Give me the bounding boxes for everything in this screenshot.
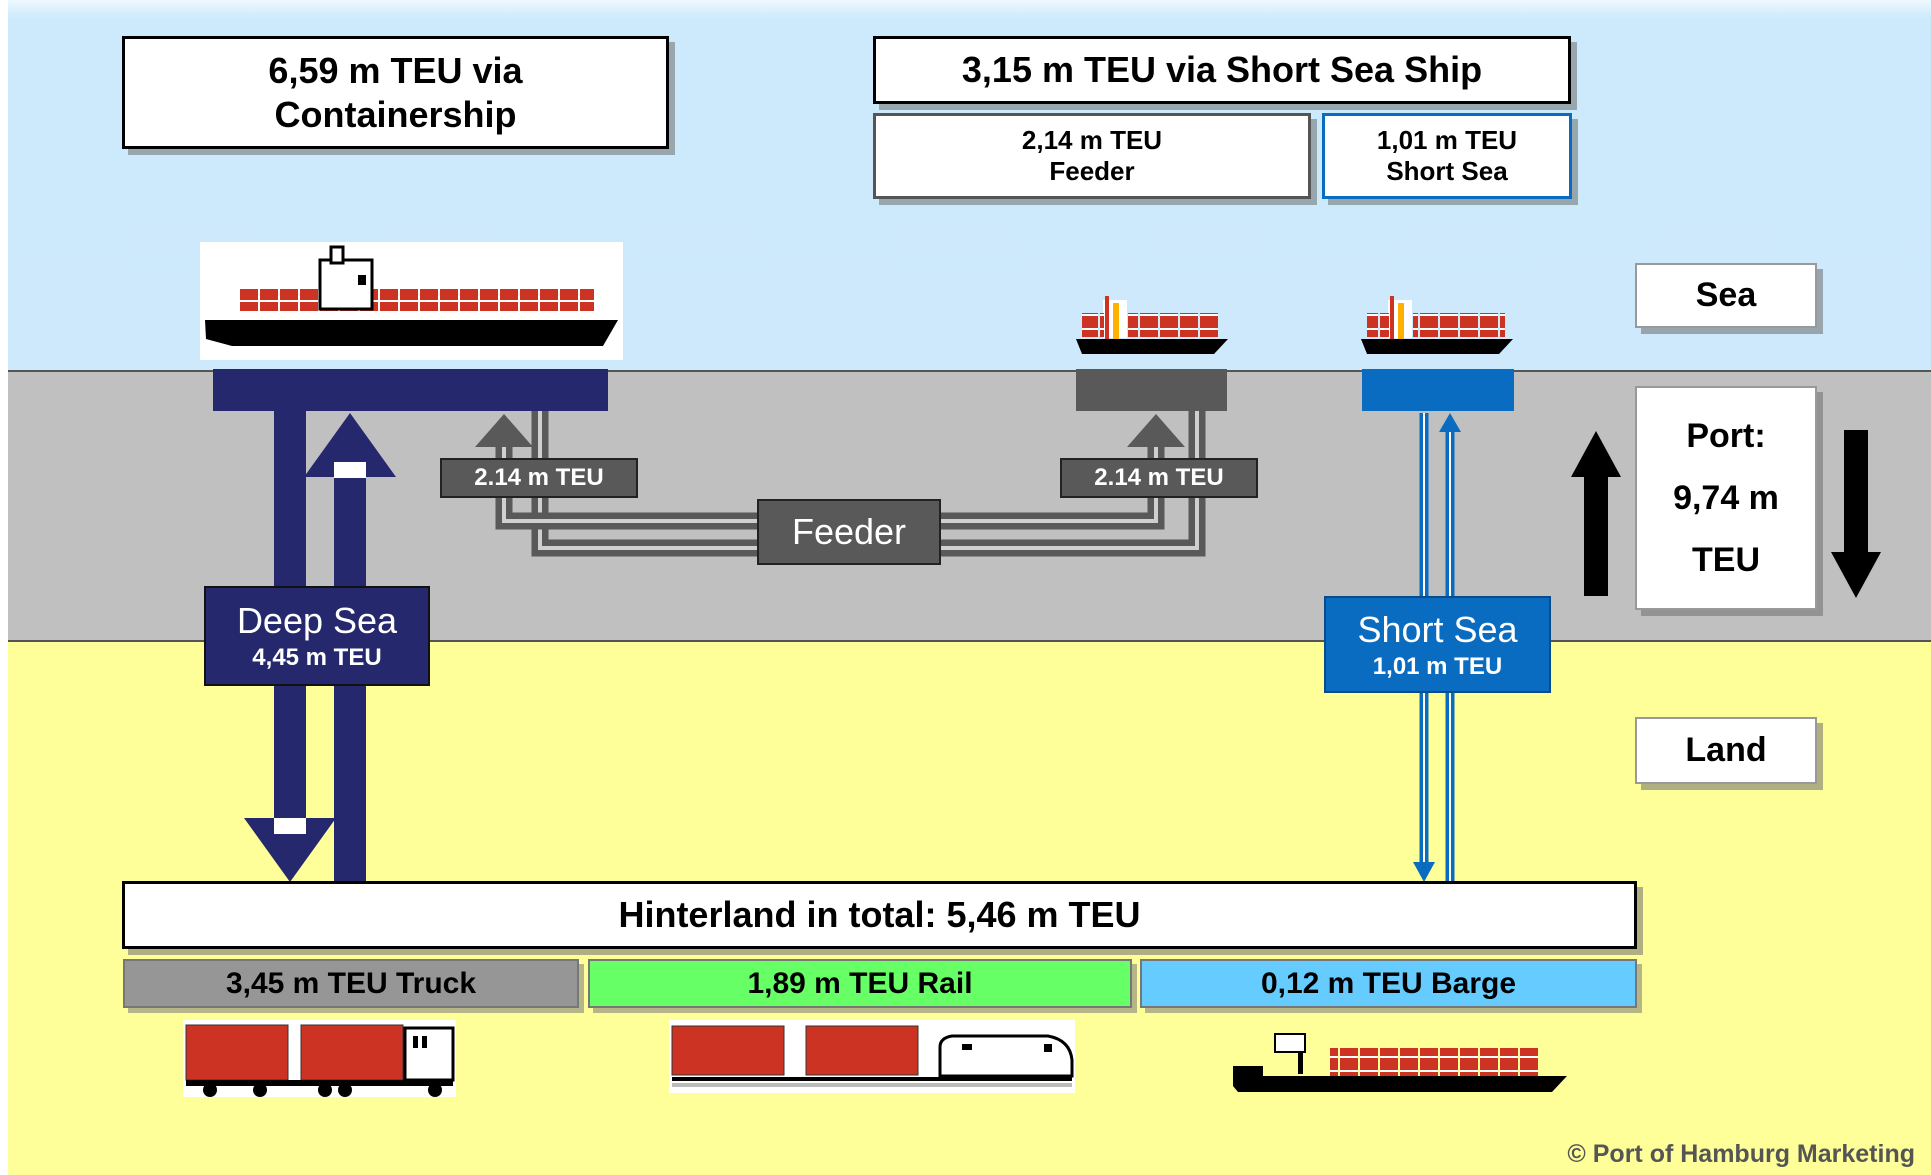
port-up-arrow xyxy=(1571,431,1621,596)
port-label-line1: Port: xyxy=(1686,417,1766,455)
feeder-label: Feeder xyxy=(757,499,941,565)
deep-sea-value: 4,45 m TEU xyxy=(252,644,382,671)
shortsea-title: 3,15 m TEU via Short Sea Ship xyxy=(873,36,1571,104)
short-sea-up-arrow xyxy=(1439,413,1461,432)
feeder-volume-right: 2.14 m TEU xyxy=(1060,458,1258,498)
deep-sea-quay xyxy=(213,369,608,411)
short-sea-down-arrow xyxy=(1413,862,1435,882)
deep-sea-title: Deep Sea xyxy=(236,600,398,641)
port-label-line2: 9,74 m xyxy=(1673,479,1779,517)
truck-icon xyxy=(183,1020,456,1097)
short-sea-value: 1,01 m TEU xyxy=(1372,652,1503,680)
feeder-up-arrow-left xyxy=(475,414,533,447)
port-label-line3: TEU xyxy=(1692,541,1760,579)
rail-volume: 1,89 m TEU Rail xyxy=(588,959,1132,1008)
port-down-arrow xyxy=(1831,430,1881,598)
sea-label: Sea xyxy=(1635,263,1817,328)
port-label: Port: 9,74 m TEU xyxy=(1635,386,1817,610)
copyright: © Port of Hamburg Marketing xyxy=(1567,1140,1915,1168)
container-ship-icon xyxy=(200,242,623,360)
containership-title: 6,59 m TEU via Containership xyxy=(122,36,669,149)
land-label: Land xyxy=(1635,717,1817,784)
feeder-up-arrow-right xyxy=(1127,414,1185,447)
truck-volume: 3,45 m TEU Truck xyxy=(123,959,579,1008)
train-icon xyxy=(669,1020,1075,1093)
deep-sea-label: Deep Sea 4,45 m TEU xyxy=(204,586,430,686)
feeder-quay xyxy=(1076,369,1227,411)
feeder-subtitle: 2,14 m TEU Feeder xyxy=(873,113,1311,199)
barge-icon xyxy=(1233,1033,1567,1092)
short-sea-ship-icon xyxy=(1361,296,1513,354)
short-sea-title: Short Sea xyxy=(1357,608,1518,650)
feeder-volume-left: 2.14 m TEU xyxy=(440,458,638,498)
short-sea-label: Short Sea 1,01 m TEU xyxy=(1324,596,1551,693)
barge-volume: 0,12 m TEU Barge xyxy=(1140,959,1637,1008)
hinterland-total: Hinterland in total: 5,46 m TEU xyxy=(122,881,1637,949)
shortsea-subtitle: 1,01 m TEU Short Sea xyxy=(1322,113,1572,199)
port-direction-arrows xyxy=(1571,430,1881,598)
short-sea-quay xyxy=(1362,369,1514,411)
feeder-ship-icon xyxy=(1076,296,1228,354)
